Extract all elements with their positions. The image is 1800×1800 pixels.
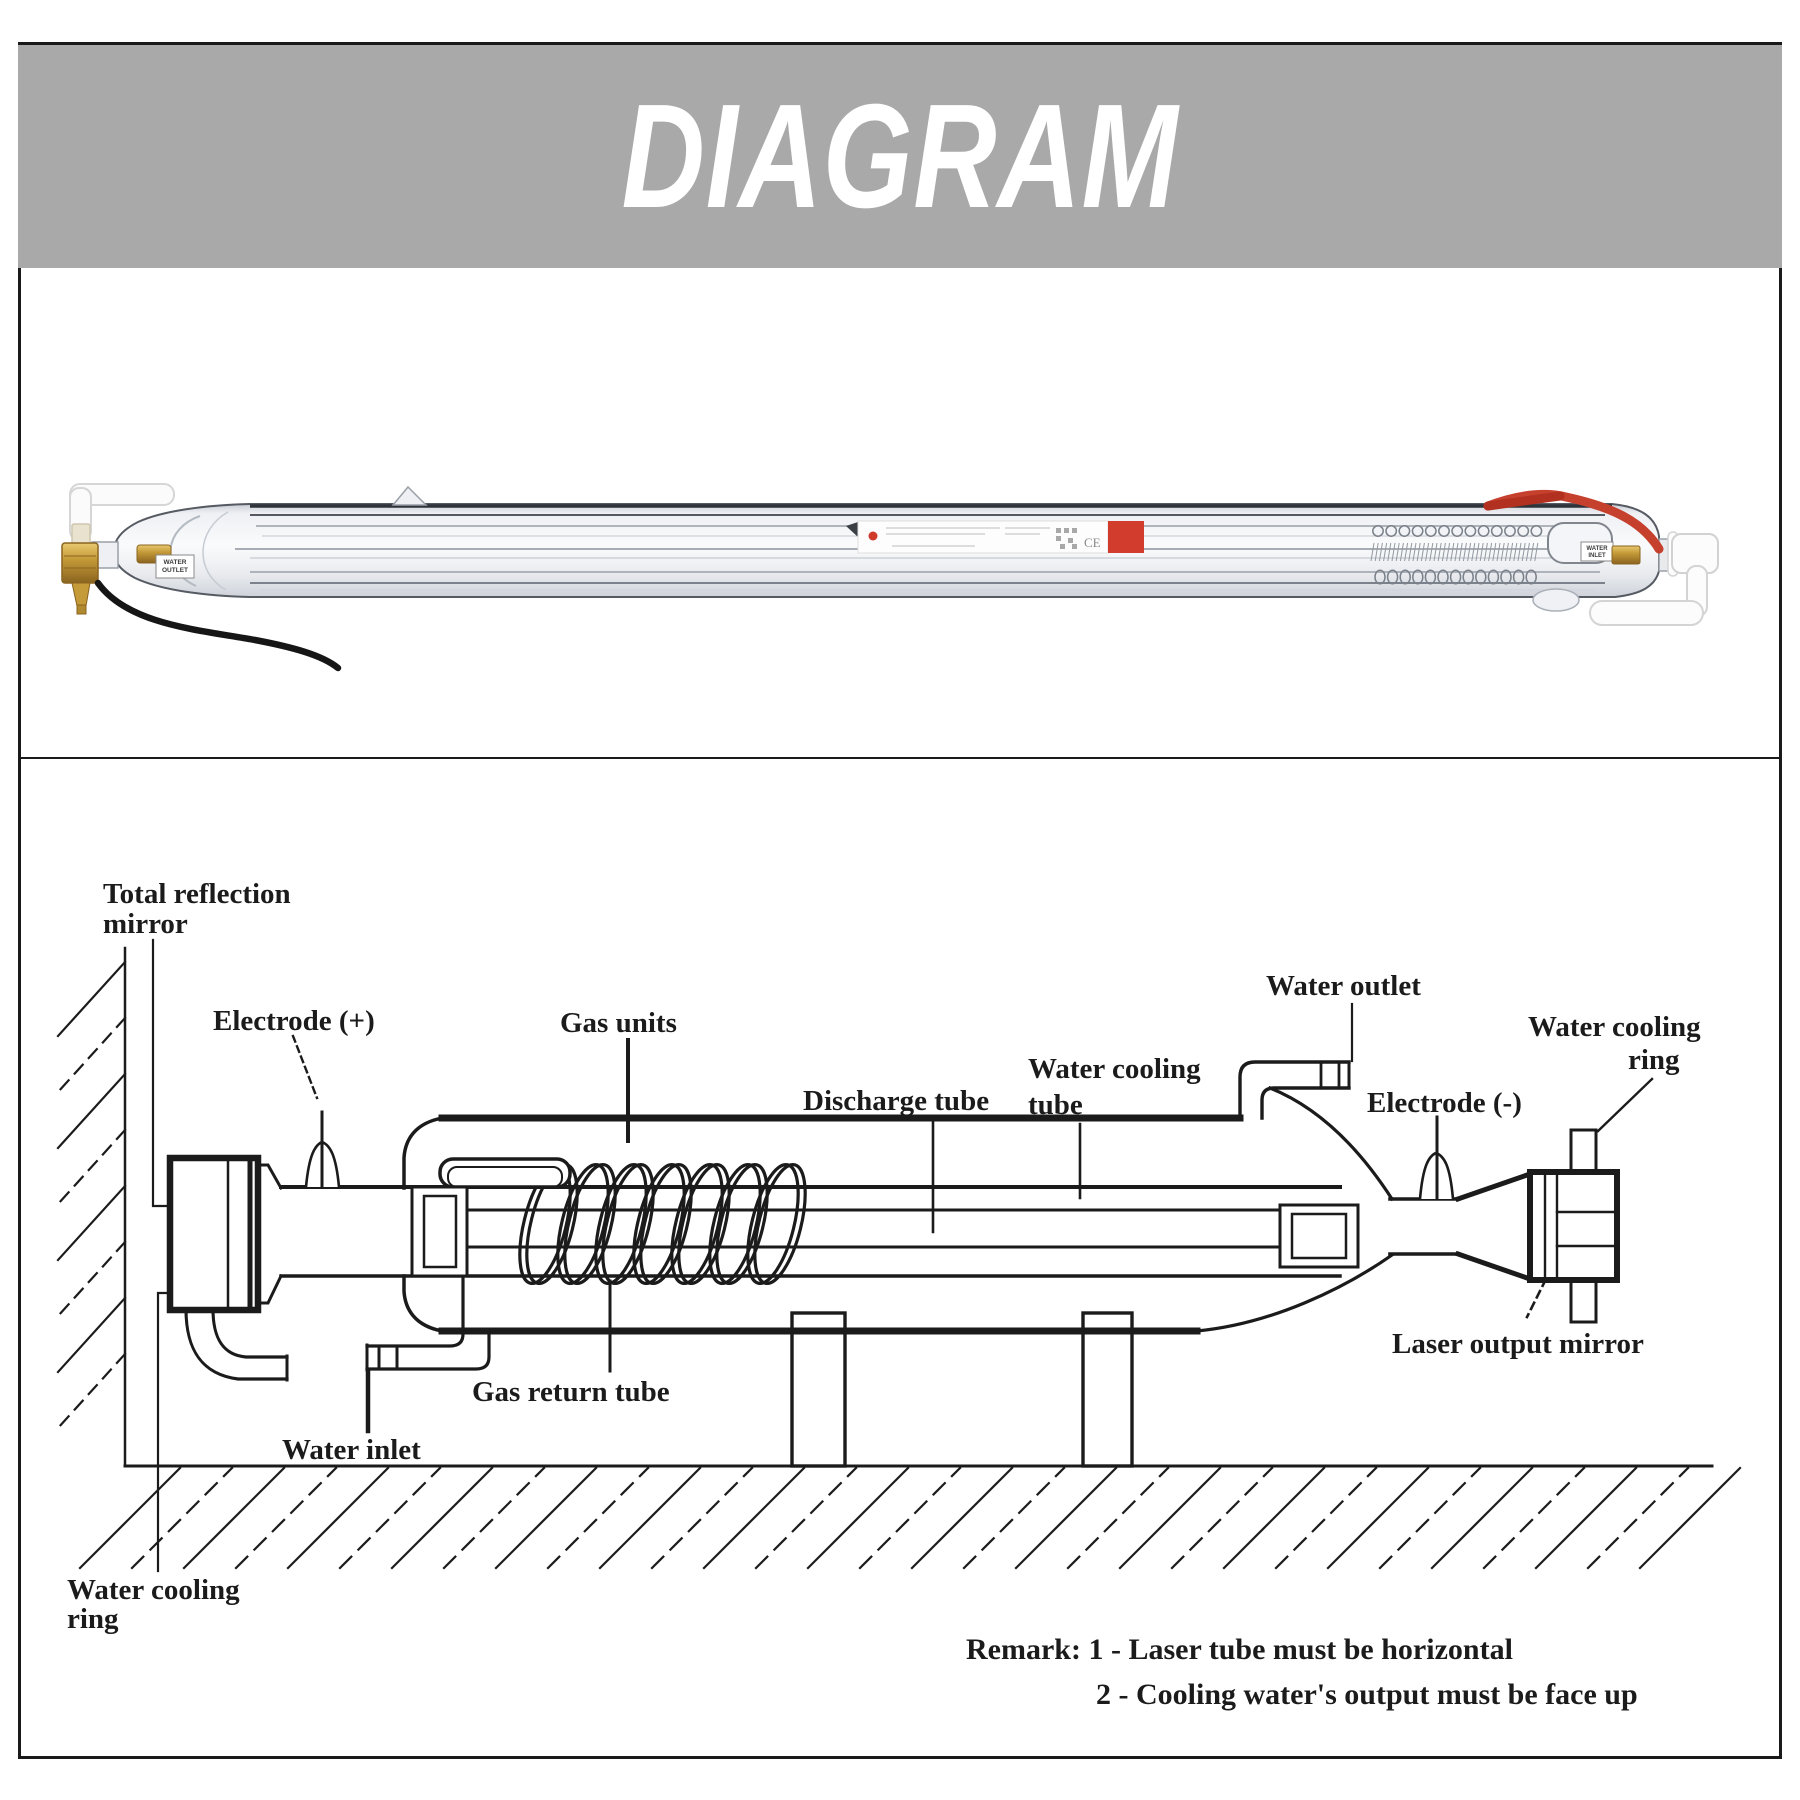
label-water-outlet: Water outlet bbox=[1266, 970, 1421, 1002]
label-water-inlet: Water inlet bbox=[282, 1434, 421, 1466]
frame-right-line bbox=[1779, 42, 1782, 1758]
product-warning-sticker: CE bbox=[846, 520, 1144, 554]
frame-left-line bbox=[18, 42, 21, 1758]
wall-hatch bbox=[56, 960, 127, 1430]
ground bbox=[78, 1464, 1742, 1570]
label-water-cooling-tube-line1: Water cooling bbox=[1028, 1053, 1201, 1085]
laser-tube-photo: WATER OUTLET CE bbox=[61, 483, 1719, 672]
label-water-cooling-ring-right-line2: ring bbox=[1628, 1044, 1680, 1076]
gas-units-box bbox=[438, 1157, 572, 1189]
electrode-pos-symbol bbox=[304, 1110, 341, 1189]
label-water-cooling-ring-left-line1: Water cooling bbox=[67, 1574, 240, 1606]
section-separator-line bbox=[18, 757, 1782, 759]
water-inlet-sticker-line2: INLET bbox=[1588, 553, 1606, 559]
label-water-cooling-tube-line2: tube bbox=[1028, 1089, 1083, 1121]
label-gas-units: Gas units bbox=[560, 1007, 677, 1039]
right-inner-structure: WATER INLET bbox=[1547, 522, 1614, 564]
red-wire bbox=[1483, 489, 1664, 554]
label-total-reflection-mirror-line2: mirror bbox=[103, 908, 188, 940]
black-wire bbox=[94, 579, 342, 672]
gas-return-coil bbox=[518, 1162, 807, 1286]
left-brass-fitting bbox=[61, 541, 119, 615]
glass-tip-bump bbox=[391, 485, 428, 506]
label-water-cooling-ring-left-line2: ring bbox=[67, 1603, 119, 1635]
label-electrode-pos: Electrode (+) bbox=[213, 1005, 375, 1037]
left-mirror-block bbox=[166, 1154, 262, 1314]
electrode-neg-symbol bbox=[1418, 1115, 1455, 1201]
red-wire-end bbox=[1483, 491, 1565, 511]
wall bbox=[56, 946, 127, 1468]
left-tube-connector bbox=[410, 1185, 469, 1278]
ce-mark: CE bbox=[1084, 535, 1101, 550]
water-outlet-sticker-line2: OUTLET bbox=[162, 567, 188, 574]
label-water-cooling-ring-right-line1: Water cooling bbox=[1528, 1011, 1701, 1043]
cooling-ring-top-tab bbox=[1569, 1128, 1598, 1174]
frame-top-line bbox=[18, 42, 1782, 45]
right-white-fitting bbox=[1589, 531, 1719, 626]
ground-hatch bbox=[78, 1466, 1742, 1570]
remark-line2: 2 - Cooling water's output must be face … bbox=[1096, 1678, 1638, 1711]
leader-water-cooling-ring-right bbox=[1596, 1077, 1654, 1133]
page-title: DIAGRAM bbox=[621, 73, 1179, 239]
frame-bottom-line bbox=[18, 1756, 1782, 1759]
laser-output-mirror-block bbox=[1527, 1128, 1620, 1324]
header-banner: DIAGRAM bbox=[18, 45, 1782, 268]
water-inlet-sticker-line1: WATER bbox=[1586, 546, 1608, 552]
label-discharge-tube: Discharge tube bbox=[803, 1085, 989, 1117]
label-electrode-neg: Electrode (-) bbox=[1367, 1087, 1522, 1119]
support-stand-left bbox=[790, 1311, 847, 1468]
sticker-red-dot bbox=[868, 531, 878, 541]
label-total-reflection-mirror-line1: Total reflection bbox=[103, 878, 291, 910]
sticker-red-block bbox=[1108, 521, 1144, 553]
water-outlet-pipe bbox=[1238, 1060, 1351, 1120]
remark-line1: Remark: 1 - Laser tube must be horizonta… bbox=[966, 1633, 1513, 1666]
laser-tube-diagram: Total reflection mirror Electrode (+) Ga… bbox=[56, 878, 1742, 1711]
right-internal-electrode bbox=[1611, 545, 1641, 565]
sticker-qr-code bbox=[1056, 528, 1077, 549]
right-tube-connector bbox=[1278, 1203, 1360, 1269]
cooling-ring-bottom-tab bbox=[1569, 1278, 1598, 1324]
water-outlet-sticker: WATER OUTLET bbox=[155, 554, 195, 579]
leader-electrode-pos bbox=[291, 1034, 319, 1100]
left-block-pipe bbox=[184, 1308, 289, 1382]
water-outlet-sticker-line1: WATER bbox=[164, 559, 187, 566]
label-gas-return-tube: Gas return tube bbox=[472, 1376, 670, 1408]
water-inlet-pipe bbox=[365, 1274, 491, 1372]
support-stand-right bbox=[1081, 1311, 1134, 1468]
label-laser-output-mirror: Laser output mirror bbox=[1392, 1328, 1644, 1360]
internal-spring-coil bbox=[1370, 525, 1543, 585]
